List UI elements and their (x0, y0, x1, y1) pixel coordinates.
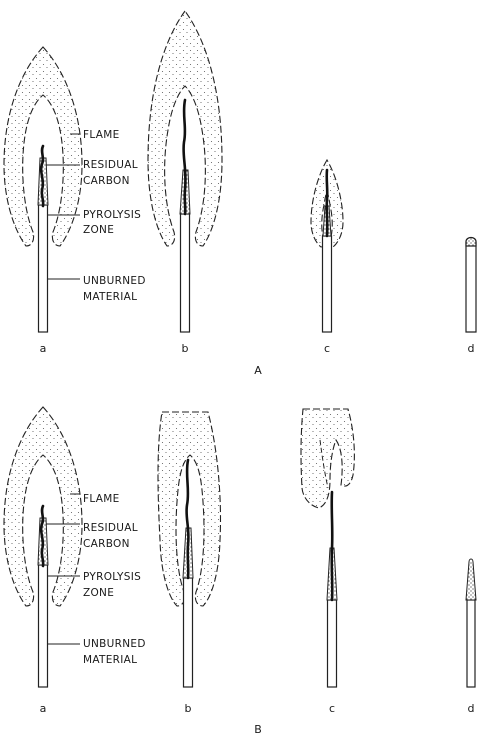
panel-a-stage-d: d (466, 238, 476, 356)
unburned-rod (323, 236, 332, 332)
unburned-rod (181, 214, 190, 332)
flame-label: FLAME (83, 493, 120, 505)
detached-flame-shape (301, 409, 354, 508)
carbon-label: CARBON (83, 175, 130, 187)
stage-label-d: d (468, 342, 475, 355)
panel-a-stage-a: FLAME RESIDUAL CARBON PYROLYSIS ZONE UNB… (4, 47, 146, 355)
unburned-rod (328, 600, 337, 687)
panel-b: FLAME RESIDUAL CARBON PYROLYSIS ZONE UNB… (4, 407, 476, 736)
stage-label-b: b (185, 702, 192, 715)
zone-label: ZONE (83, 587, 114, 599)
panel-b-stage-c: c (301, 409, 354, 715)
material-label: MATERIAL (83, 291, 137, 303)
stage-label-a: a (40, 342, 47, 355)
pyrolysis-label: PYROLYSIS (83, 209, 141, 221)
residual-carbon (41, 146, 43, 206)
residual-carbon (41, 506, 43, 566)
pyrolysis-label: PYROLYSIS (83, 571, 141, 583)
zone-label: ZONE (83, 224, 114, 236)
residual-carbon (184, 100, 186, 214)
panel-caption-a: A (254, 364, 262, 377)
material-label: MATERIAL (83, 654, 137, 666)
flame-label: FLAME (83, 129, 120, 141)
panel-caption-b: B (254, 723, 262, 736)
panel-a: FLAME RESIDUAL CARBON PYROLYSIS ZONE UNB… (4, 11, 476, 377)
residual-carbon (187, 460, 189, 578)
stage-label-b: b (182, 342, 189, 355)
residual-carbon (327, 170, 328, 236)
panel-b-stage-b: b (158, 412, 221, 715)
extinguished-rod (466, 238, 476, 333)
panel-a-stage-b: b (148, 11, 222, 355)
stage-label-c: c (324, 342, 330, 355)
residual-label: RESIDUAL (83, 522, 138, 534)
stage-label-a: a (40, 702, 47, 715)
unburned-label: UNBURNED (83, 275, 146, 287)
panel-a-stage-c: c (311, 160, 343, 355)
unburned-label: UNBURNED (83, 638, 146, 650)
unburned-rod (467, 600, 475, 687)
unburned-rod (39, 205, 48, 332)
panel-b-stage-d: d (466, 559, 476, 715)
pyrolysis-zone (466, 559, 476, 600)
charred-tip (466, 238, 476, 247)
unburned-rod (39, 565, 48, 687)
residual-carbon (332, 492, 333, 600)
unburned-rod (184, 578, 193, 687)
stage-label-c: c (329, 702, 335, 715)
carbon-label: CARBON (83, 538, 130, 550)
panel-b-stage-a: FLAME RESIDUAL CARBON PYROLYSIS ZONE UNB… (4, 407, 146, 715)
stage-label-d: d (468, 702, 475, 715)
residual-label: RESIDUAL (83, 159, 138, 171)
